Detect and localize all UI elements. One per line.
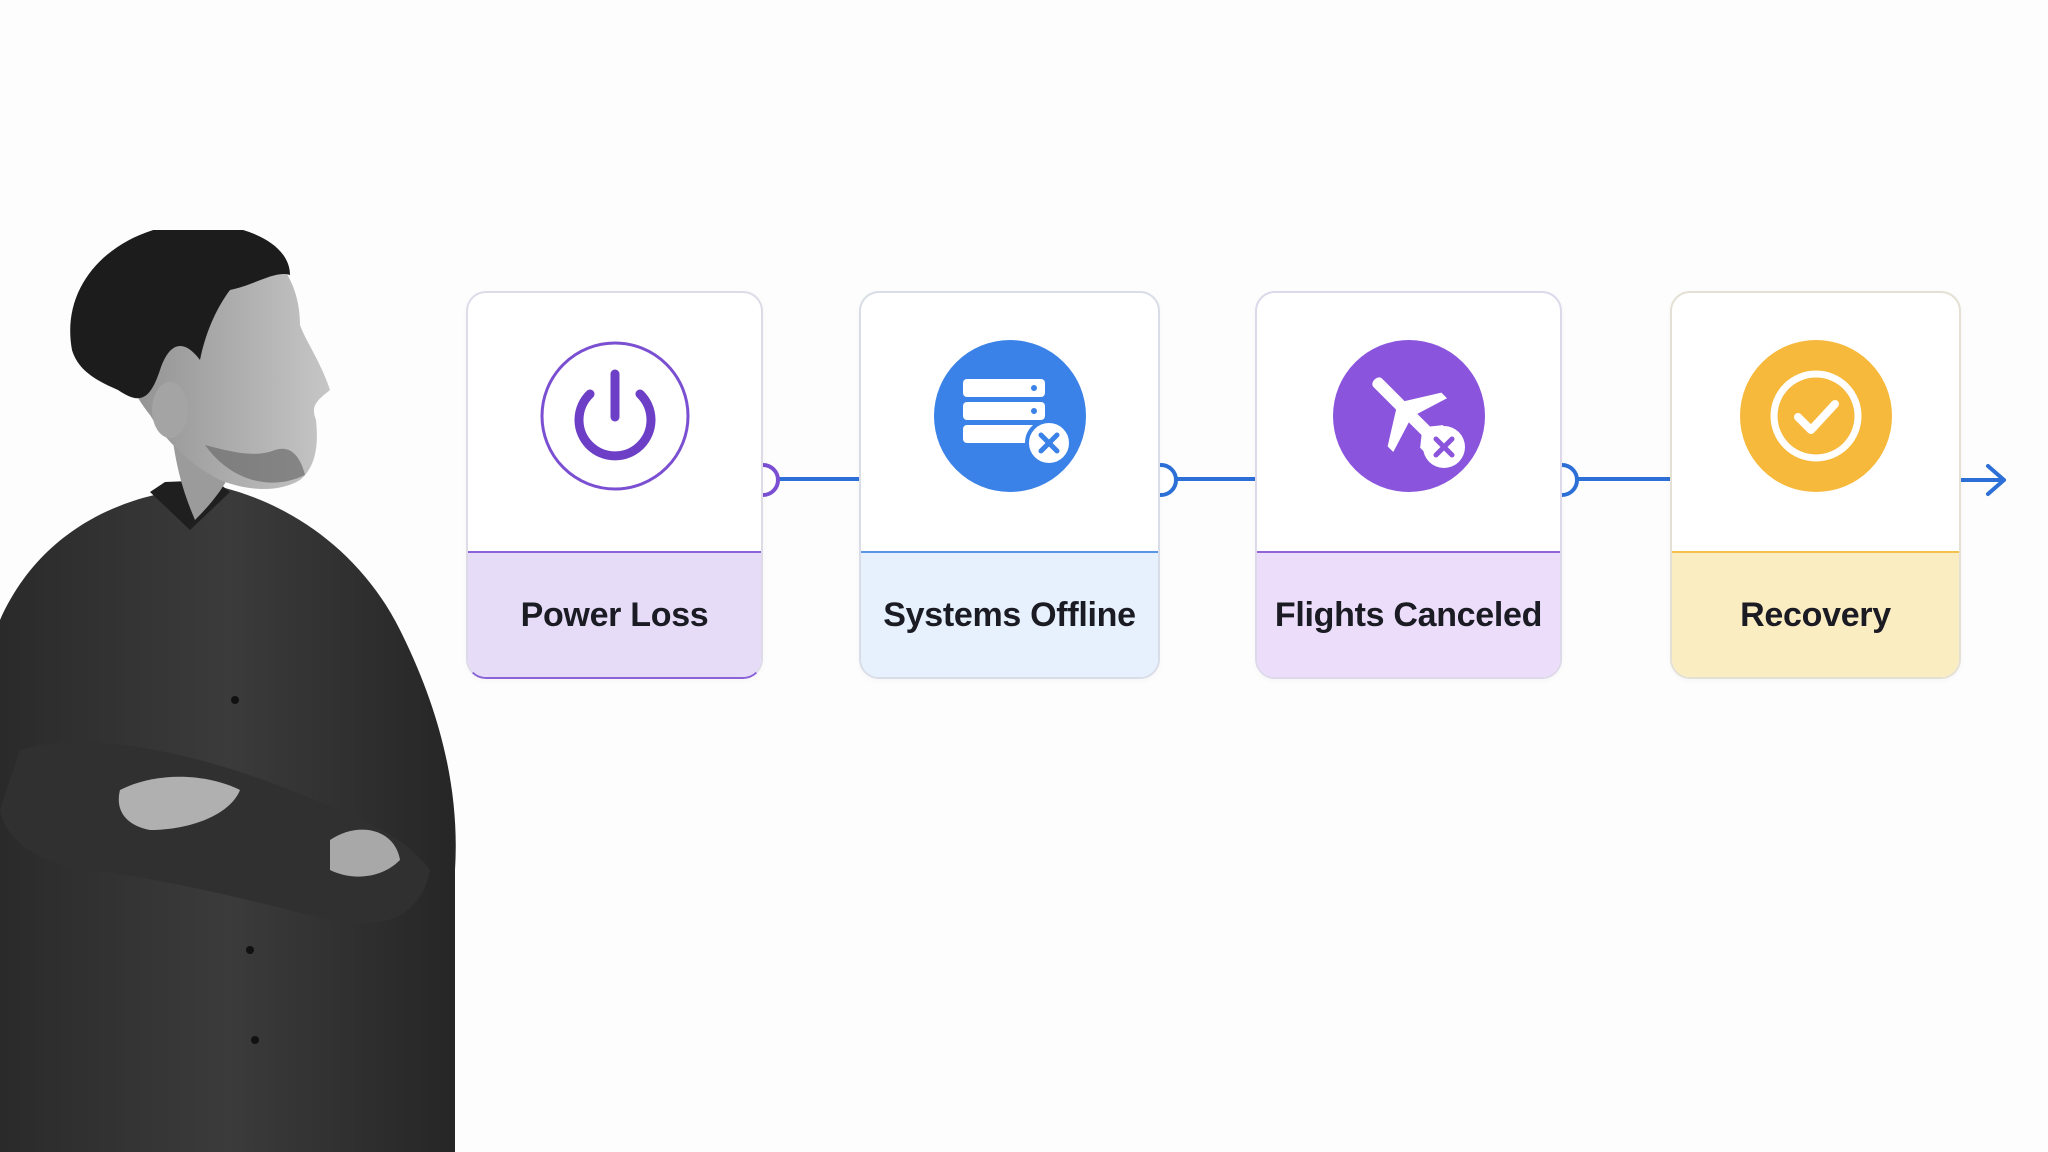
step-label-band: Systems Offline <box>861 551 1158 677</box>
step-card-systems-offline: Systems Offline <box>859 291 1160 679</box>
step-label: Recovery <box>1740 595 1891 634</box>
step-label-band: Recovery <box>1672 551 1959 677</box>
step-label: Systems Offline <box>883 595 1136 634</box>
step-card-power-loss: Power Loss <box>466 291 763 679</box>
server-error-icon <box>933 340 1086 492</box>
person-illustration <box>0 230 456 1152</box>
airplane-cancel-icon <box>1332 340 1485 492</box>
step-label: Power Loss <box>520 595 709 634</box>
end-arrow <box>1961 464 2006 496</box>
connector-1 <box>746 463 859 497</box>
step-label: Flights Canceled <box>1274 595 1543 634</box>
check-circle-icon <box>1739 340 1892 492</box>
step-label-band: Power Loss <box>468 551 761 677</box>
connector-3 <box>1545 463 1670 497</box>
step-label-band: Flights Canceled <box>1257 551 1560 677</box>
connector-2 <box>1144 463 1255 497</box>
step-card-flights-canceled: Flights Canceled <box>1255 291 1562 679</box>
power-icon <box>540 341 689 491</box>
step-card-recovery: Recovery <box>1670 291 1961 679</box>
